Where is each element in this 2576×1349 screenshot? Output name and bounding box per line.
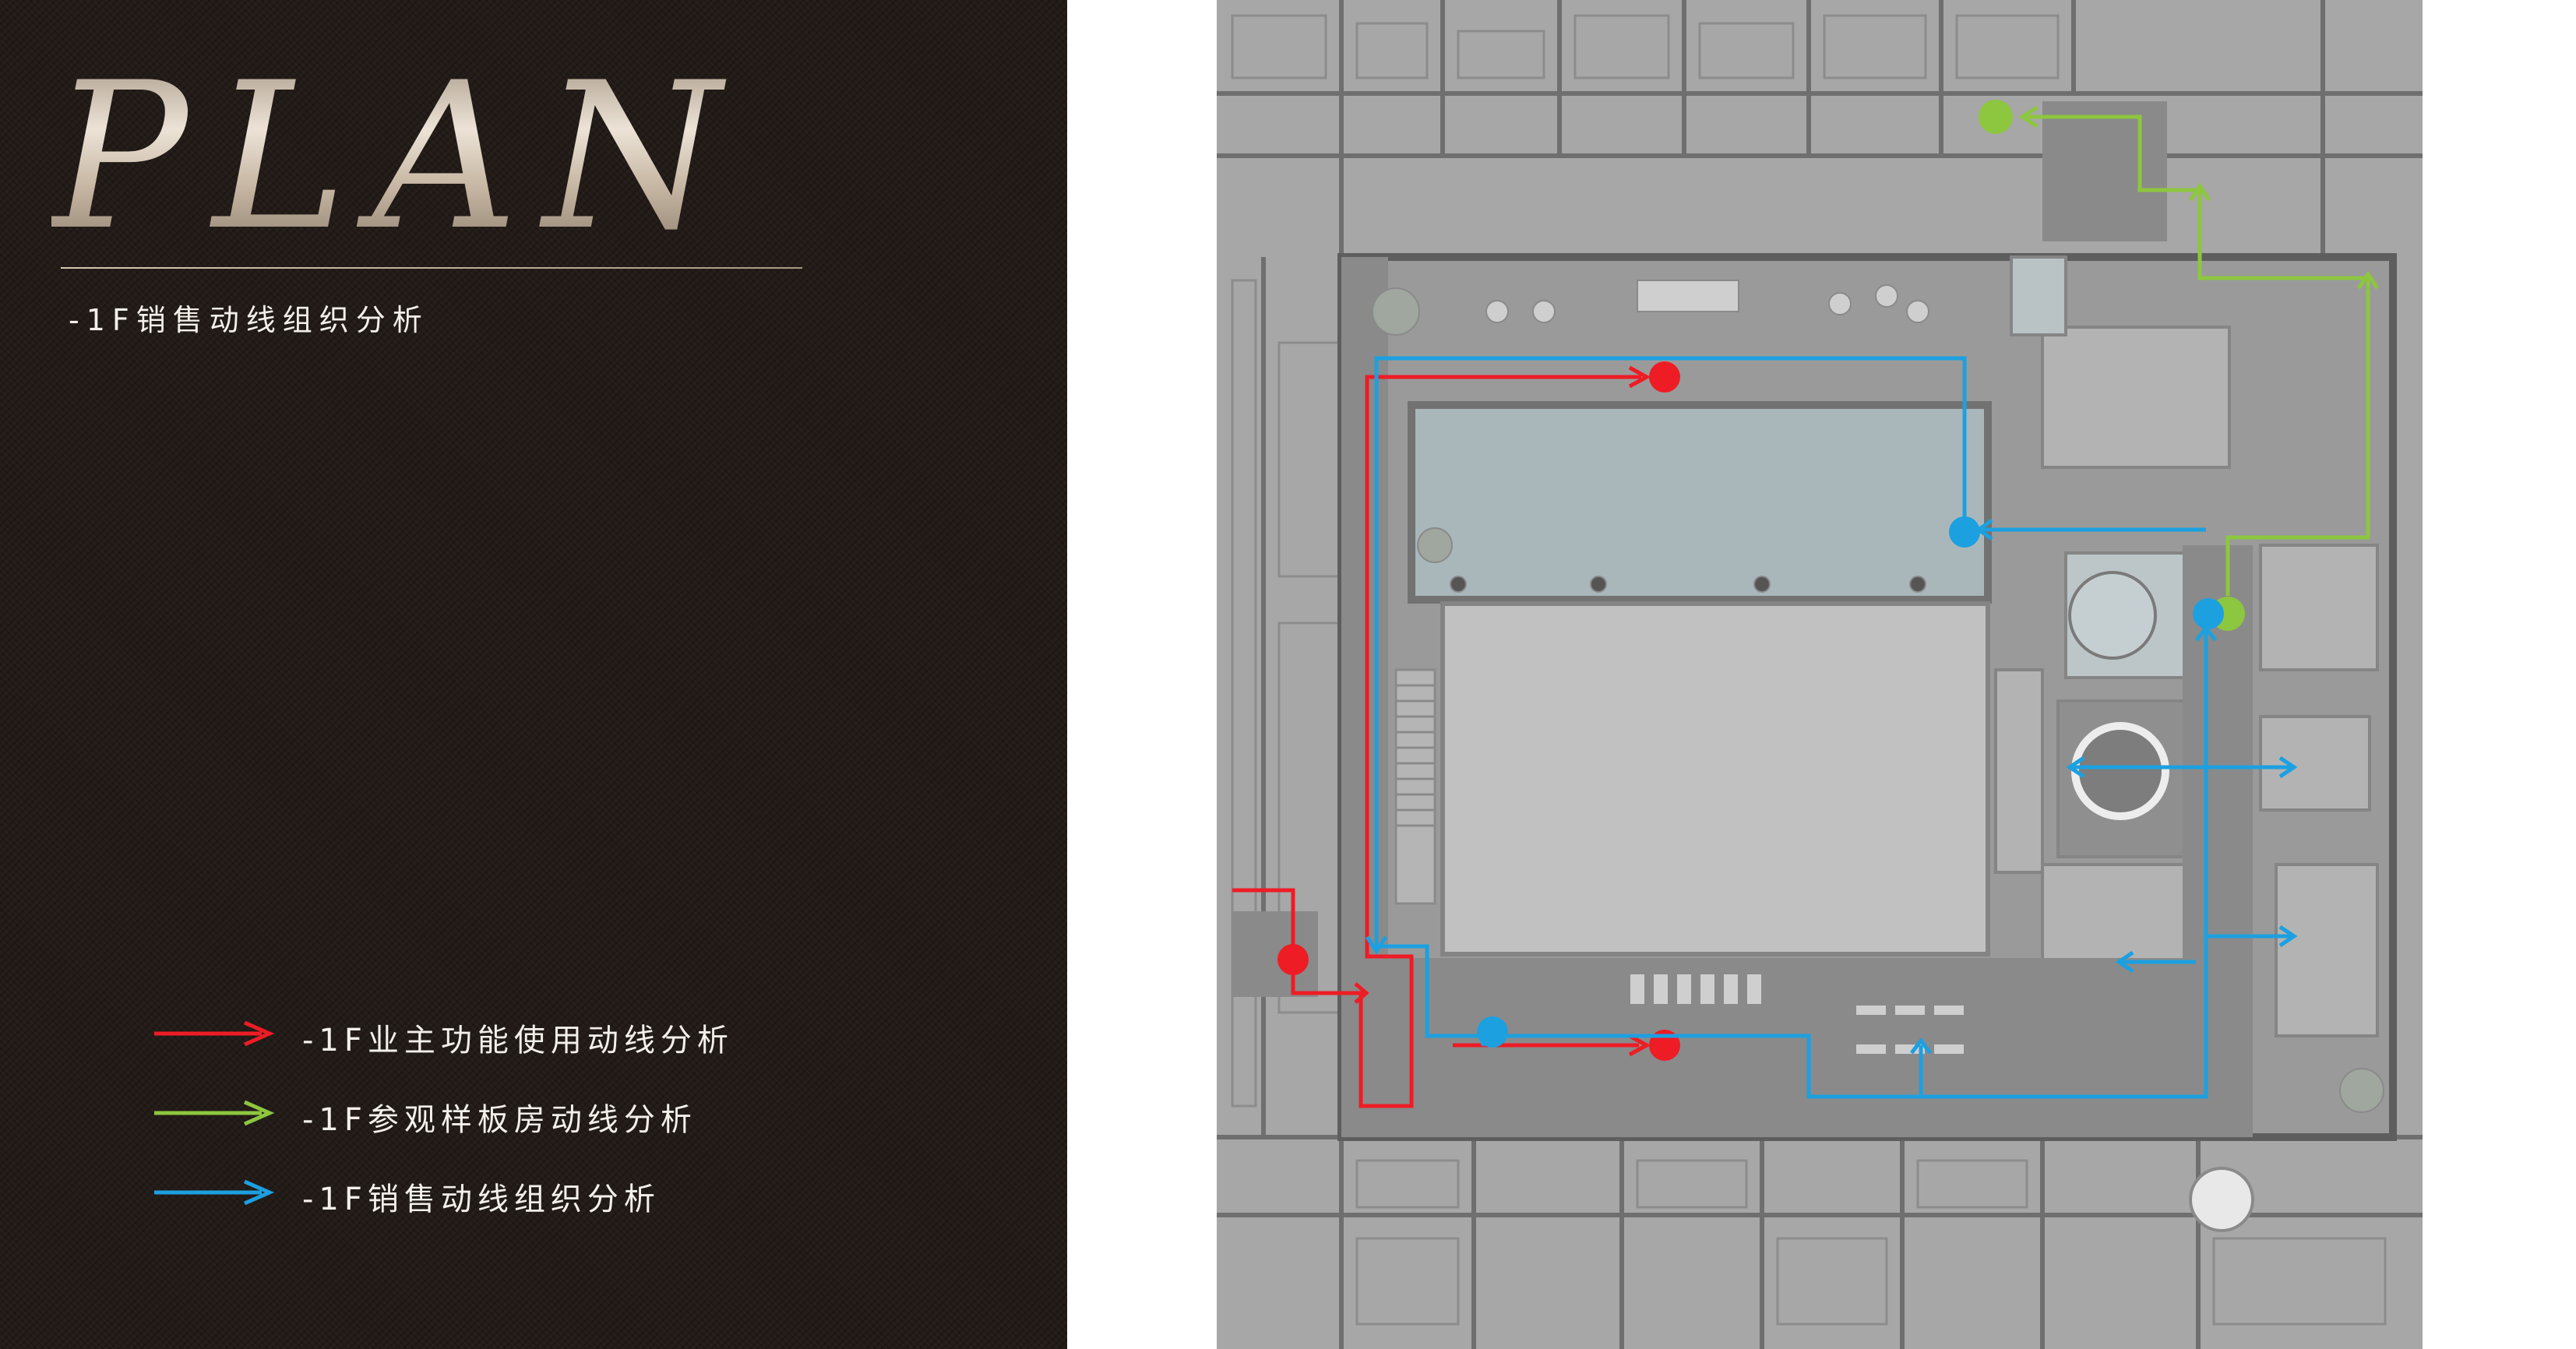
arrow-head-icon — [2188, 182, 2211, 202]
showflat-route-line — [2027, 114, 2370, 596]
sales-route-line — [1493, 631, 2208, 1099]
title-divider — [61, 267, 802, 269]
round-reception — [2071, 722, 2169, 820]
legend-label: -1F销售动线组织分析 — [302, 1182, 661, 1217]
legend-label: -1F参观样板房动线分析 — [302, 1102, 697, 1138]
arrow-head-icon — [2356, 270, 2380, 290]
arrow-head-icon — [1628, 365, 1651, 389]
arrow-head-icon — [2278, 925, 2298, 948]
page-subtitle: -1F销售动线组织分析 — [69, 303, 429, 337]
room-outlines — [1231, 14, 2387, 1326]
arrow-head-icon — [1365, 935, 1388, 955]
floor-plan-drawing — [1217, 0, 2423, 1349]
arrow-head-icon — [2278, 756, 2298, 779]
arrow-right-icon — [154, 1020, 275, 1047]
furniture — [1372, 280, 2384, 1113]
round-table — [2189, 1167, 2254, 1232]
spiral-stair — [2068, 571, 2157, 660]
owner-route — [1232, 365, 1651, 1108]
page-title: PLAN — [51, 40, 745, 275]
central-court — [1440, 601, 1990, 956]
legend-item-sales-route: -1F销售动线组织分析 — [153, 1169, 854, 1217]
arrow-head-icon — [2018, 105, 2039, 129]
showflat-route — [2018, 105, 2380, 596]
marker-dot-icon — [1477, 1016, 1508, 1048]
arrow-head-icon — [1354, 982, 1369, 1004]
legend-item-owner-route: -1F业主功能使用动线分析 — [153, 1010, 854, 1058]
pool — [1408, 401, 1992, 604]
owner-route-line — [1232, 375, 1641, 1108]
arrow-head-icon — [1910, 1037, 1932, 1055]
left-panel: PLAN -1F销售动线组织分析 -1F业主功能使用动线分析 -1F参观样板房动… — [0, 0, 1067, 1349]
marker-dot-icon — [1949, 516, 1980, 548]
sales-route-line — [1374, 356, 1967, 1038]
legend-item-showflat-route: -1F参观样板房动线分析 — [153, 1090, 854, 1138]
arrow-right-icon — [154, 1100, 275, 1126]
legend-label: -1F业主功能使用动线分析 — [302, 1023, 734, 1058]
marker-dot-icon — [1979, 100, 2013, 134]
floor-plan — [1217, 0, 2423, 1349]
arrow-head-icon — [2066, 756, 2085, 779]
arrow-right-icon — [154, 1179, 275, 1206]
stairs — [1394, 668, 1436, 905]
marker-dot-icon — [1649, 361, 1680, 393]
marker-dot-icon — [2193, 598, 2224, 629]
marker-dot-icon — [1277, 944, 1309, 975]
arrow-head-icon — [2115, 950, 2134, 974]
arrow-head-icon — [1628, 1034, 1651, 1057]
